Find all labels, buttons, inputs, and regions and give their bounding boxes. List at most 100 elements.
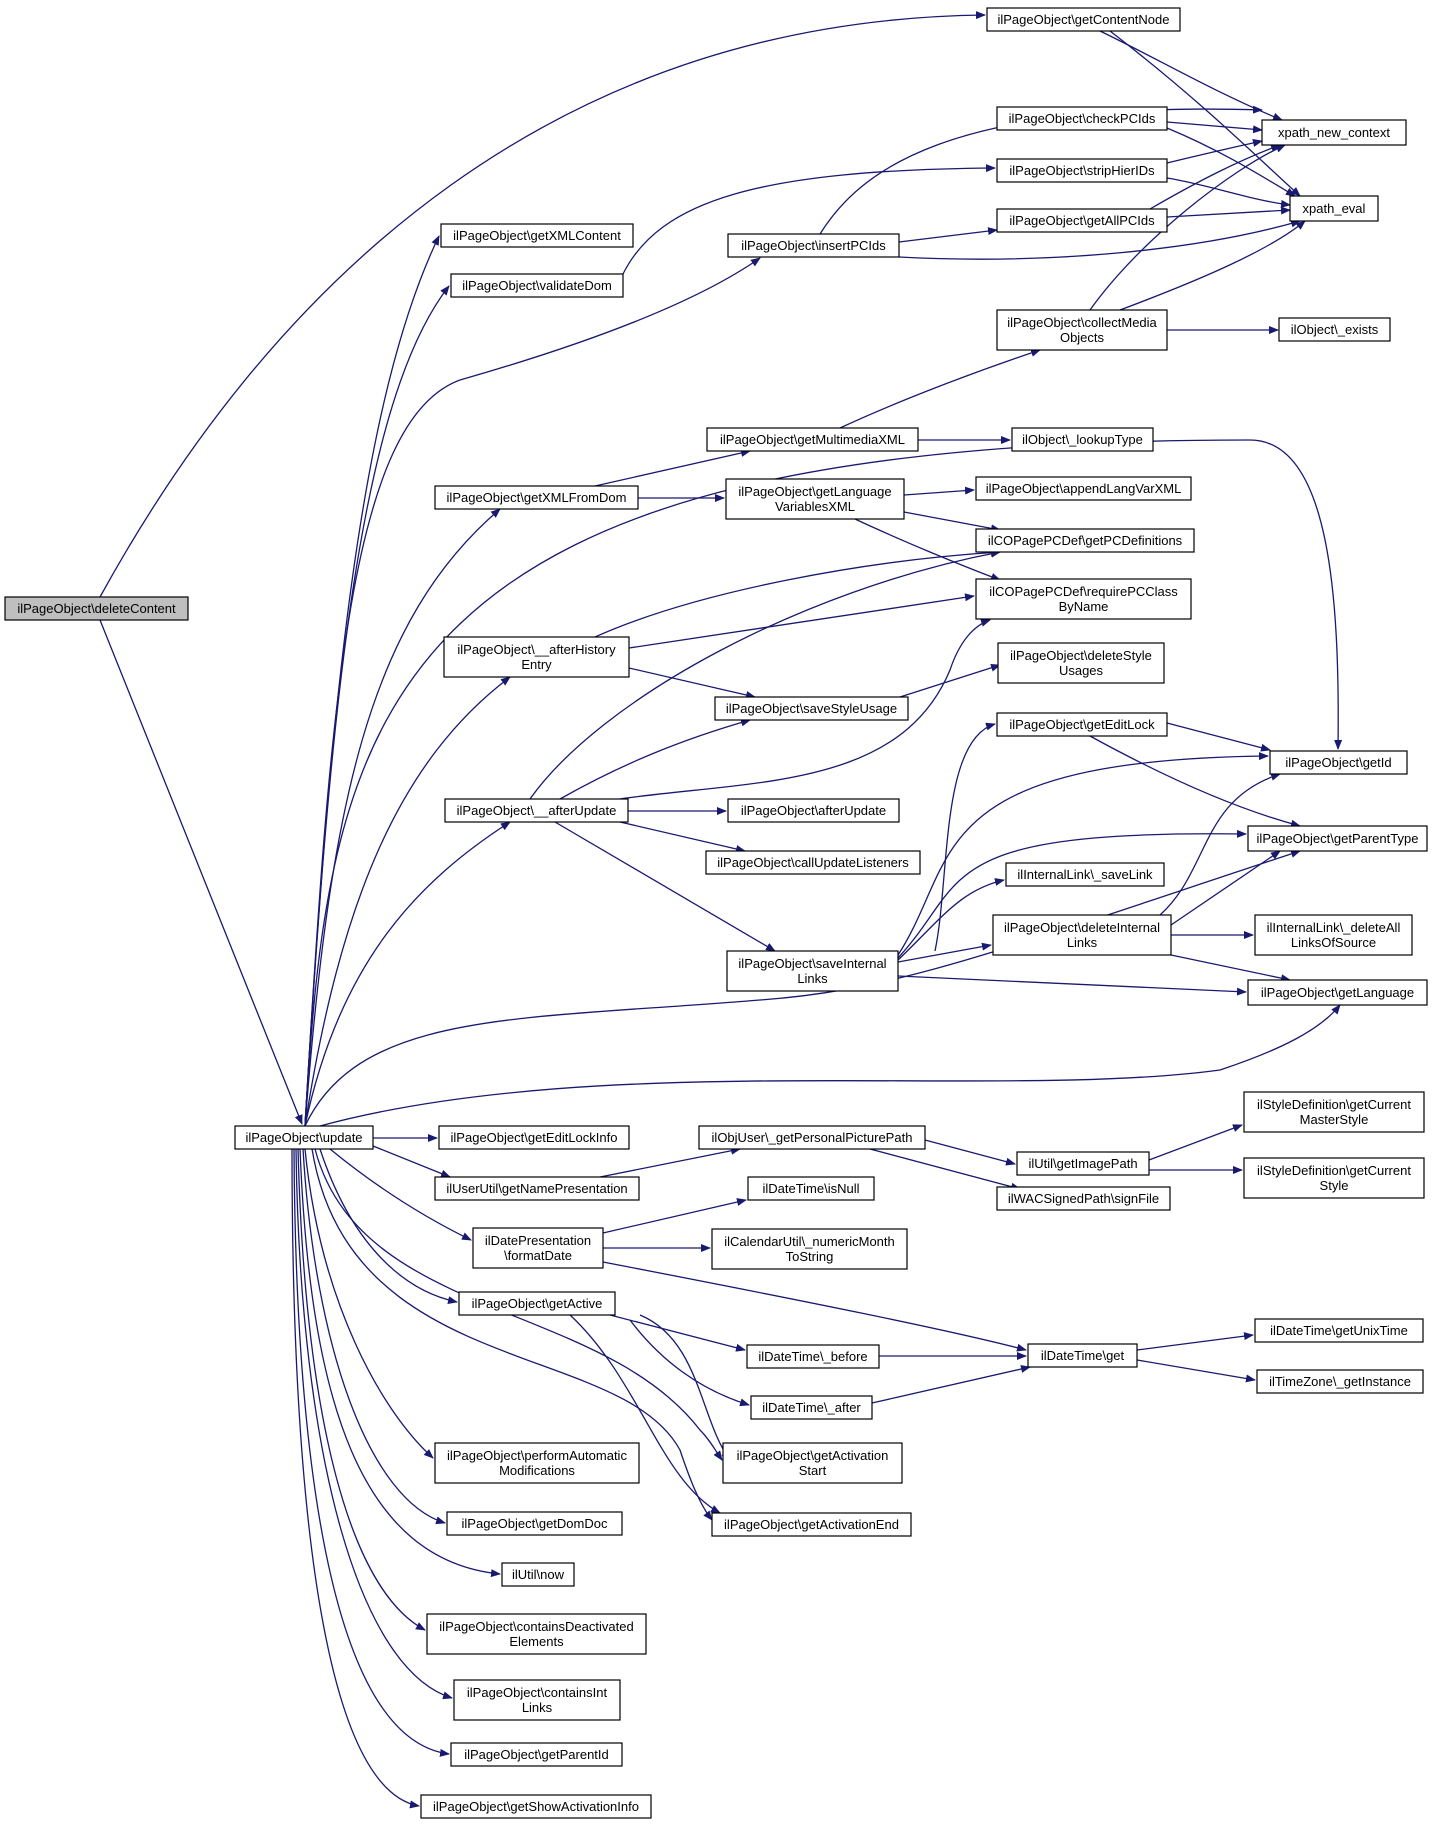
edge-update-to-afterUpdatePriv — [304, 821, 511, 1127]
edge-getAllPCIds-to-xpath_eval — [1166, 206, 1291, 218]
node-box — [727, 233, 900, 258]
edge-update-to-getActivationEnd — [311, 1148, 713, 1521]
node-objExists[interactable]: ilObject\_exists — [1278, 317, 1391, 342]
node-label: ilUserUtil\getNamePresentation — [446, 1181, 627, 1196]
node-getMultimediaXML[interactable]: ilPageObject\getMultimediaXML — [706, 427, 919, 452]
node-box — [747, 1176, 875, 1201]
node-getNamePresentation[interactable]: ilUserUtil\getNamePresentation — [434, 1176, 640, 1201]
node-getDomDoc[interactable]: ilPageObject\getDomDoc — [446, 1511, 623, 1536]
node-getXMLFromDom[interactable]: ilPageObject\getXMLFromDom — [434, 485, 639, 510]
node-insertPCIds[interactable]: ilPageObject\insertPCIds — [727, 233, 900, 258]
edge-dtGet-to-getUnixTime — [1136, 1332, 1254, 1351]
node-box — [453, 1679, 621, 1721]
node-getParentId[interactable]: ilPageObject\getParentId — [450, 1742, 623, 1767]
node-label: ilPageObject\getXMLContent — [453, 228, 621, 243]
node-dtGet[interactable]: ilDateTime\get — [1027, 1343, 1138, 1368]
node-getPersonalPicturePath[interactable]: ilObjUser\_getPersonalPicturePath — [698, 1125, 926, 1150]
edge-deleteContent-to-getContentNode — [99, 11, 986, 598]
node-validateDom[interactable]: ilPageObject\validateDom — [450, 273, 624, 298]
node-getEditLockInfo[interactable]: ilPageObject\getEditLockInfo — [438, 1125, 630, 1150]
node-getContentNode[interactable]: ilPageObject\getContentNode — [986, 7, 1181, 32]
node-saveStyleUsage[interactable]: ilPageObject\saveStyleUsage — [714, 696, 909, 721]
node-getXMLContent[interactable]: ilPageObject\getXMLContent — [440, 223, 634, 248]
node-label: ilPageObject\appendLangVarXML — [986, 481, 1182, 496]
node-getActive[interactable]: ilPageObject\getActive — [458, 1291, 616, 1316]
node-getParentType[interactable]: ilPageObject\getParentType — [1247, 825, 1428, 852]
node-label: ilPageObject\getEditLockInfo — [451, 1130, 618, 1145]
node-performAutomaticModifications[interactable]: ilPageObject\performAutomaticModificatio… — [434, 1442, 640, 1484]
node-box — [705, 850, 921, 875]
node-box — [1289, 195, 1379, 222]
node-label: ilDateTime\isNull — [762, 1181, 859, 1196]
node-lookupType[interactable]: ilObject\_lookupType — [1011, 427, 1154, 452]
edge-deleteInternalLinks-to-getLanguage — [1170, 954, 1291, 983]
node-label: ilPageObject\getLanguage — [1261, 985, 1414, 1000]
node-afterUpdate[interactable]: ilPageObject\afterUpdate — [727, 798, 900, 823]
node-label: ilPageObject\getParentId — [464, 1747, 609, 1762]
node-before[interactable]: ilDateTime\_before — [746, 1344, 880, 1369]
edge-saveInternalLinks-to-getParentType — [897, 829, 1247, 959]
node-after[interactable]: ilDateTime\_after — [750, 1395, 873, 1420]
node-getAllPCIds[interactable]: ilPageObject\getAllPCIds — [996, 208, 1168, 233]
node-afterUpdatePriv[interactable]: ilPageObject\__afterUpdate — [444, 798, 629, 823]
node-label: ilPageObject\getMultimediaXML — [720, 432, 905, 447]
edge-update-to-containsIntLinks — [295, 1148, 453, 1700]
node-getPCDefinitions[interactable]: ilCOPagePCDef\getPCDefinitions — [975, 528, 1195, 553]
node-xpath_eval[interactable]: xpath_eval — [1289, 195, 1379, 222]
node-getInstance[interactable]: ilTimeZone\_getInstance — [1256, 1369, 1424, 1394]
node-formatDate[interactable]: ilDatePresentation\formatDate — [472, 1227, 604, 1269]
node-now[interactable]: ilUtil\now — [501, 1562, 575, 1587]
node-getEditLock[interactable]: ilPageObject\getEditLock — [996, 712, 1168, 737]
node-getUnixTime[interactable]: ilDateTime\getUnixTime — [1254, 1318, 1424, 1343]
node-isNull[interactable]: ilDateTime\isNull — [747, 1176, 875, 1201]
node-getLanguage[interactable]: ilPageObject\getLanguage — [1247, 979, 1428, 1006]
node-box — [472, 1227, 604, 1269]
node-getShowActivationInfo[interactable]: ilPageObject\getShowActivationInfo — [420, 1794, 652, 1819]
node-box — [1243, 1091, 1425, 1133]
edge-update-to-getXMLFromDom — [304, 508, 501, 1127]
node-signFile[interactable]: ilWACSignedPath\signFile — [996, 1186, 1171, 1211]
node-label: ilPageObject\deleteContent — [17, 601, 176, 616]
edges — [99, 11, 1343, 1809]
node-box — [1005, 862, 1165, 887]
node-getImagePath[interactable]: ilUtil\getImagePath — [1016, 1151, 1150, 1176]
node-getId[interactable]: ilPageObject\getId — [1269, 750, 1408, 775]
node-callUpdateListeners[interactable]: ilPageObject\callUpdateListeners — [705, 850, 921, 875]
node-update[interactable]: ilPageObject\update — [234, 1125, 374, 1150]
node-getActivationEnd[interactable]: ilPageObject\getActivationEnd — [711, 1512, 912, 1537]
node-stripHierIDs[interactable]: ilPageObject\stripHierIDs — [996, 158, 1168, 183]
node-label: ilPageObject\deleteInternal — [1004, 920, 1160, 935]
node-label: xpath_eval — [1303, 201, 1366, 216]
node-box — [443, 636, 630, 678]
node-xpath_new_context[interactable]: xpath_new_context — [1261, 119, 1407, 146]
node-label: Style — [1320, 1178, 1349, 1193]
edge-insertPCIds-to-xpath_eval — [898, 219, 1301, 260]
node-label: ilCOPagePCDef\requirePCClass — [989, 584, 1178, 599]
node-box — [501, 1562, 575, 1587]
node-deleteContent[interactable]: ilPageObject\deleteContent — [4, 596, 189, 621]
node-checkPCIds[interactable]: ilPageObject\checkPCIds — [996, 106, 1168, 131]
node-label: ilCalendarUtil\_numericMonth — [724, 1234, 895, 1249]
edge-getActive-to-getActivationStart — [639, 1314, 731, 1461]
edge-update-to-getDomDoc — [302, 1148, 446, 1525]
node-box — [750, 1395, 873, 1420]
edge-update-to-getActivationStart — [314, 1148, 723, 1461]
node-appendLangVarXML[interactable]: ilPageObject\appendLangVarXML — [975, 476, 1192, 501]
node-saveLink[interactable]: ilInternalLink\_saveLink — [1005, 862, 1165, 887]
node-box — [458, 1291, 616, 1316]
